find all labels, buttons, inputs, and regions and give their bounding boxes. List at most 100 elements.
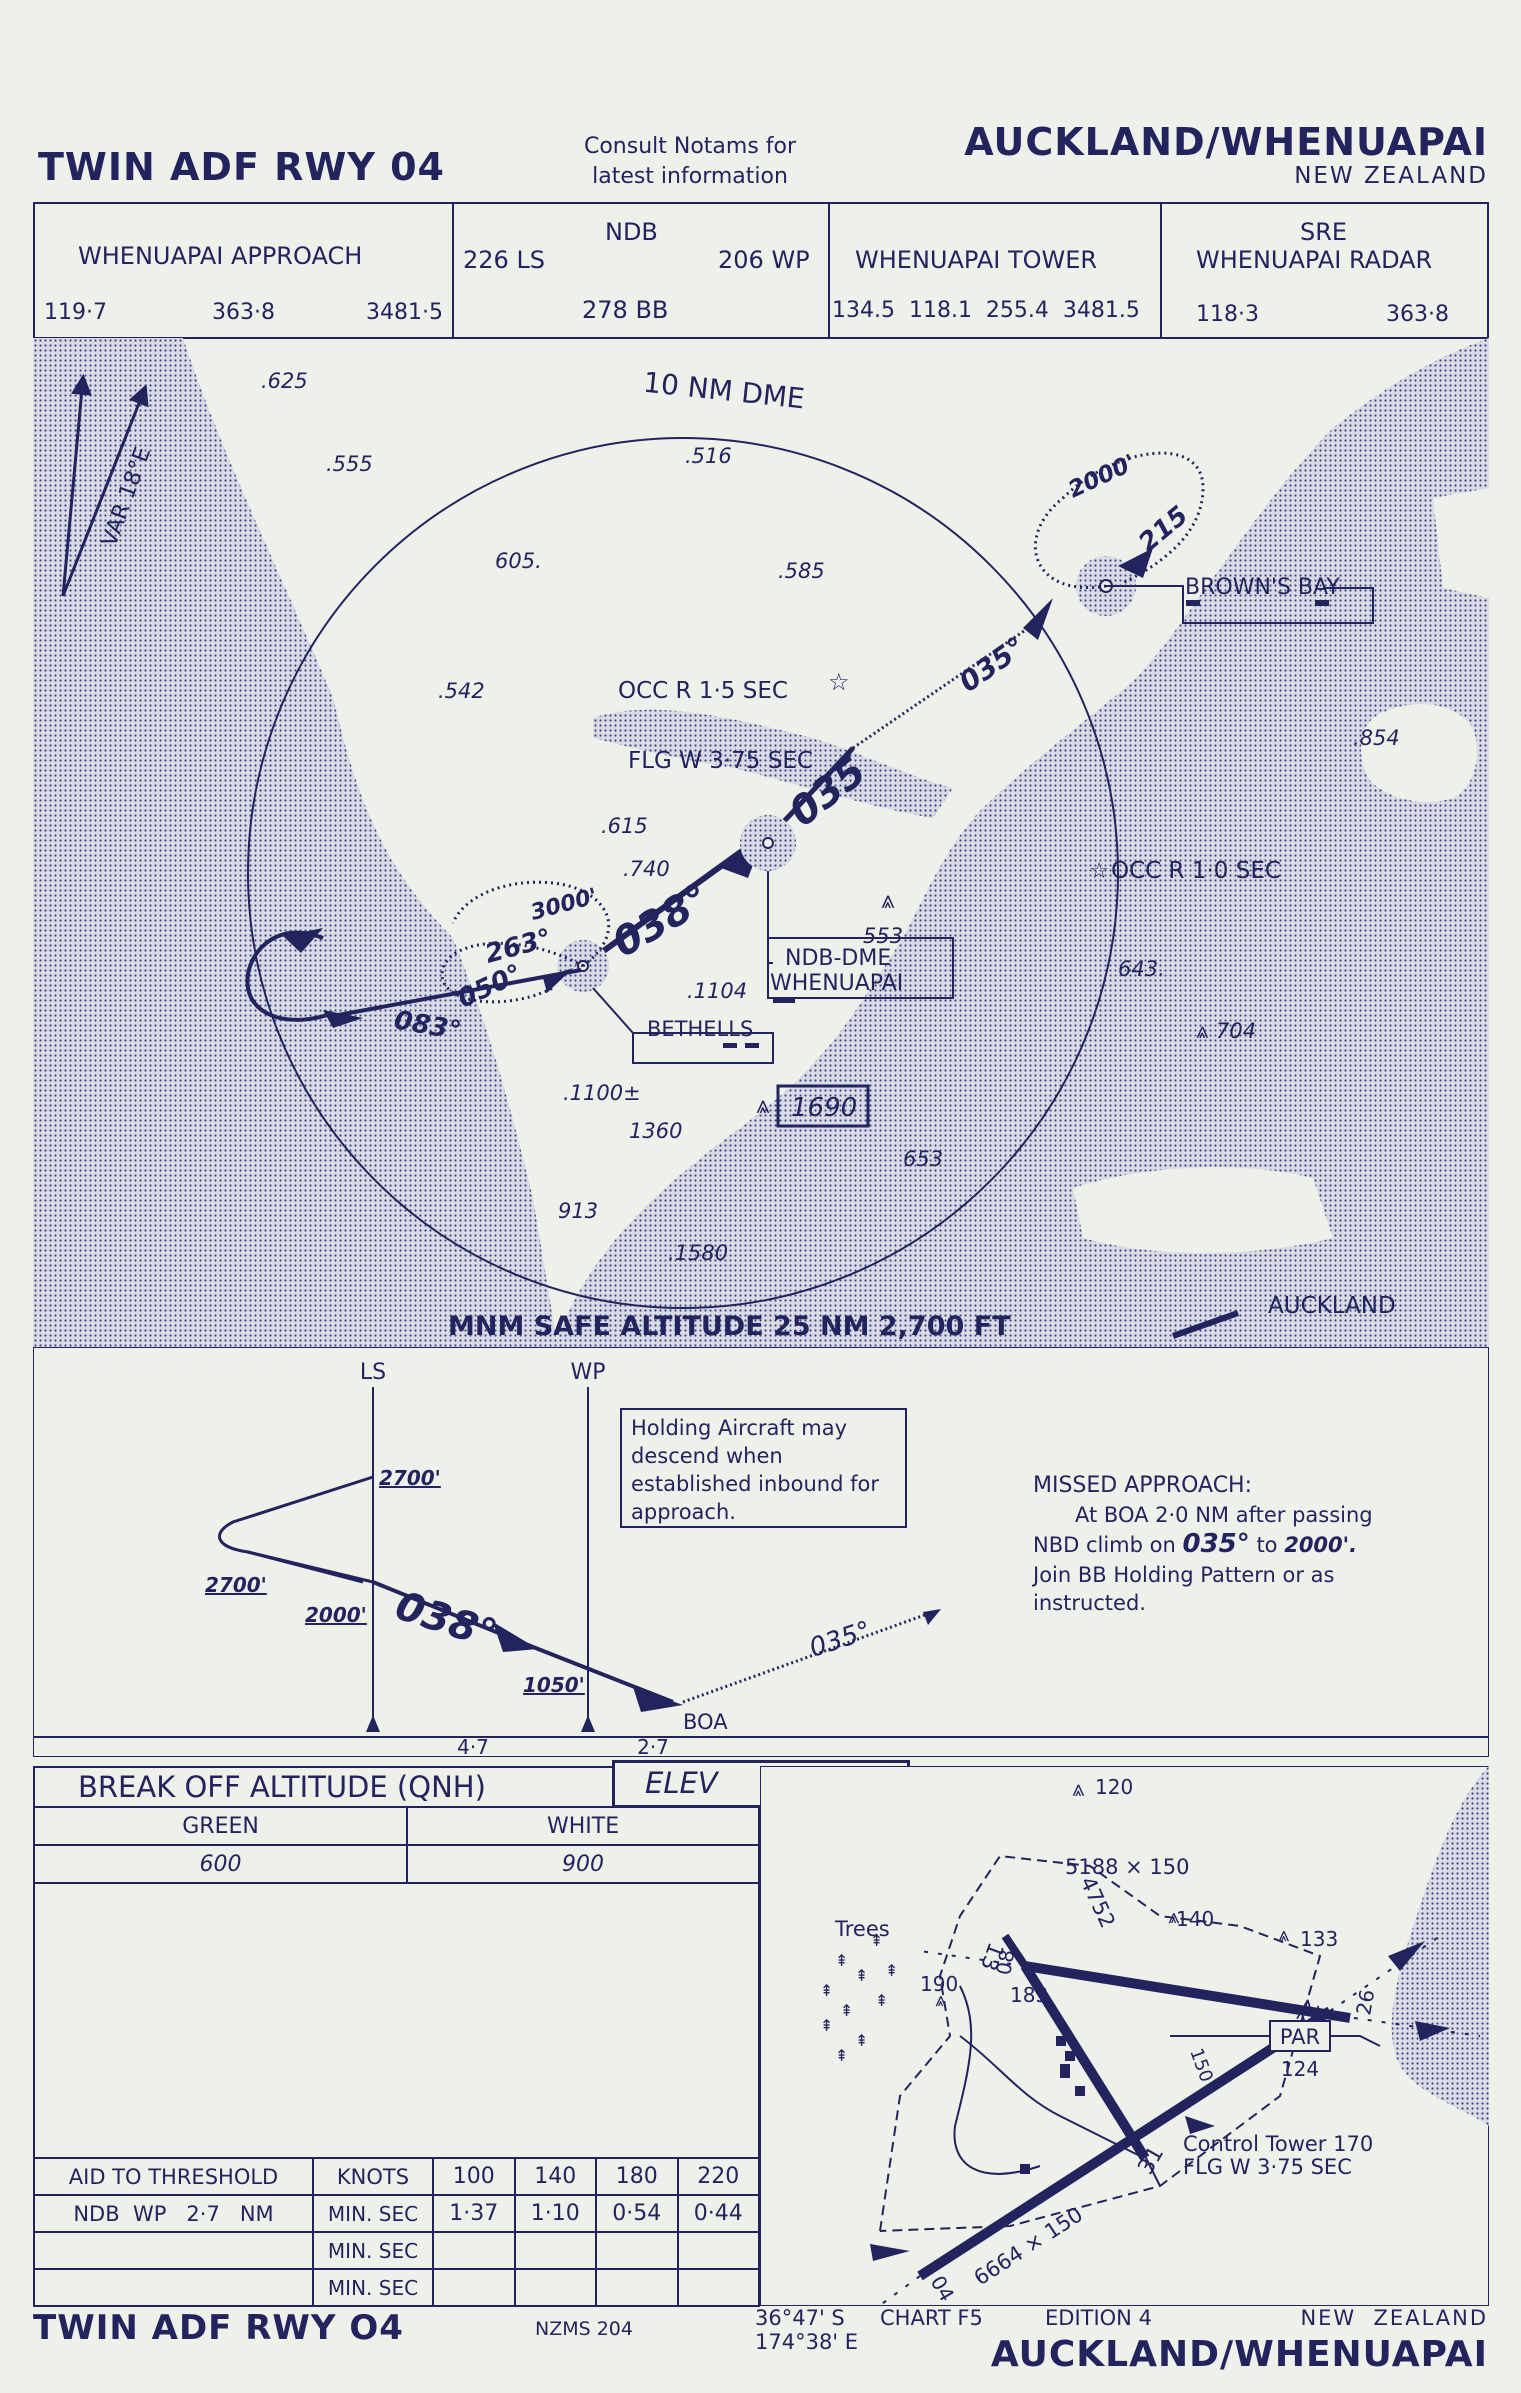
time-value [595, 2268, 679, 2307]
tree-icon: ⇞ [840, 2001, 853, 2020]
runway-dimensions: 5188 × 150 [1065, 1855, 1189, 1879]
extended-centreline [877, 2275, 921, 2306]
dme-ring [247, 437, 1119, 1309]
obstacle-icon: ⩓ [935, 1987, 947, 2011]
sea-west [33, 338, 558, 1348]
approach-arrow [1415, 2021, 1450, 2041]
airport-name: AUCKLAND/WHENUAPAI [964, 120, 1488, 164]
shoreline [1391, 1766, 1489, 2126]
missed-approach-line: Join BB Holding Pattern or as [1031, 1563, 1335, 1587]
blank-panel [33, 1880, 760, 2158]
plan-view-map: 10 NM DME VAR 18°E .625 .555 .516 605. .… [33, 338, 1489, 1348]
holding-note-line: established inbound for [631, 1472, 879, 1496]
runway-label-26: 26 [1351, 1988, 1379, 2017]
profile-view: LS WP Holding Aircraft may descend when … [33, 1347, 1489, 1757]
approach-name: WHENUAPAI APPROACH [78, 242, 363, 270]
obstacle-elevation: 1690 [791, 1093, 857, 1123]
runway-extension [1001, 1933, 1029, 1969]
spot-height: 653 [903, 1147, 943, 1171]
light-label: FLG W 3·75 SEC [628, 748, 813, 774]
wp-altitude: 1050' [523, 1673, 585, 1697]
timing-unit: MIN. SEC [312, 2231, 434, 2270]
spot-height: .625 [261, 369, 308, 393]
tree-icon: ⇞ [855, 1966, 868, 1985]
spot-height: 120 [1095, 1775, 1133, 1799]
footer-airport: AUCKLAND/WHENUAPAI [990, 2334, 1488, 2375]
spot-height: 553 [863, 924, 903, 948]
time-value: 0·44 [676, 2194, 760, 2233]
speed-value: 100 [432, 2157, 516, 2196]
spot-height: 643. [1118, 957, 1165, 981]
time-value [595, 2231, 679, 2270]
descent-altitude: 2000' [305, 1603, 367, 1627]
time-value [432, 2231, 516, 2270]
timing-unit: MIN. SEC [312, 2194, 434, 2233]
outbound-leg [332, 968, 582, 1018]
time-value [513, 2231, 597, 2270]
tower-freqs: 134.5 118.1 255.4 3481.5 [832, 298, 1140, 323]
island [1073, 1167, 1333, 1253]
notam-notice: Consult Notams for latest information [560, 132, 820, 192]
boa-label: BOA [683, 1710, 728, 1734]
time-value [513, 2268, 597, 2307]
par-label: PAR [1280, 2025, 1320, 2049]
island [1361, 704, 1477, 802]
star-icon: ☆ [1089, 859, 1109, 884]
timing-row-label [33, 2268, 314, 2307]
spot-height: 190 [920, 1972, 958, 1996]
ndb-dme-name: WHENUAPAI [770, 971, 903, 996]
spot-height: 605. [495, 549, 542, 573]
building [1020, 2164, 1030, 2174]
time-value: 1·37 [432, 2194, 516, 2233]
leg-arrowhead [543, 968, 573, 993]
timing-row-label [33, 2231, 314, 2270]
label-leader [1109, 2105, 1161, 2187]
ndb-wp: 206 WP [718, 246, 810, 274]
missed-approach-title: MISSED APPROACH: [1033, 1473, 1252, 1498]
boa-green-value: 600 [32, 1844, 409, 1884]
timing-row-label: NDB WP 2·7 NM [33, 2194, 314, 2233]
boa-white-value: 900 [406, 1844, 760, 1884]
spot-height: 704 [1216, 1019, 1256, 1043]
marker-icon [581, 1715, 595, 1732]
extended-centreline [1339, 2015, 1481, 2037]
true-north-arrow [61, 373, 92, 597]
descent-arrowhead [493, 1622, 538, 1652]
ndb-dme-label-box [767, 937, 954, 999]
harbour-inlet [913, 928, 1413, 1062]
spot-height: 133 [1300, 1927, 1338, 1951]
footer-chart: CHART F5 [880, 2306, 983, 2330]
missed-climb [682, 1610, 934, 1704]
track-arrowhead [1023, 598, 1053, 640]
holding-note-box [620, 1408, 907, 1528]
spot-height: .1580 [668, 1241, 728, 1265]
boa-header-white: WHITE [406, 1806, 760, 1846]
taxiway [959, 2035, 1141, 2157]
spot-height: .740 [623, 857, 670, 881]
hold-arrowhead [1118, 548, 1153, 578]
boa-title: BREAK OFF ALTITUDE (QNH) [78, 1770, 486, 1804]
auckland-label: AUCKLAND [1268, 1293, 1396, 1319]
distance-wp-boa: 2·7 [637, 1735, 669, 1757]
notam-line-1: Consult Notams for [583, 134, 797, 159]
procedure-title: TWIN ADF RWY 04 [38, 145, 445, 189]
morse-ident [1186, 600, 1200, 606]
spot-height: 140 [1176, 1907, 1214, 1931]
spot-height: .854 [1353, 726, 1400, 750]
distance-ls-wp: 4·7 [457, 1735, 489, 1757]
tree-icon: ⇞ [875, 1991, 888, 2010]
sea-east [553, 338, 1489, 1348]
missed-approach-line: NBD climb on 035° to 2000'. [1033, 1529, 1357, 1559]
procedure-turn [245, 930, 334, 1022]
label-leader [592, 987, 774, 1064]
spot-height: 913 [558, 1199, 598, 1223]
spot-height: .542 [438, 679, 485, 703]
turn-altitude: 2700' [205, 1573, 267, 1597]
auckland-airport-symbol [1171, 1310, 1240, 1339]
aerodrome-diagram: 13 31 08 26 04 22 ⩓ 120 5188 × 150 4752 … [760, 1766, 1489, 2306]
morse-ident [1315, 600, 1329, 606]
final-descent [532, 1645, 674, 1704]
holding-note-line: descend when [631, 1444, 783, 1468]
holding-note-line: approach. [631, 1500, 736, 1524]
final-arrowhead [633, 1687, 683, 1712]
